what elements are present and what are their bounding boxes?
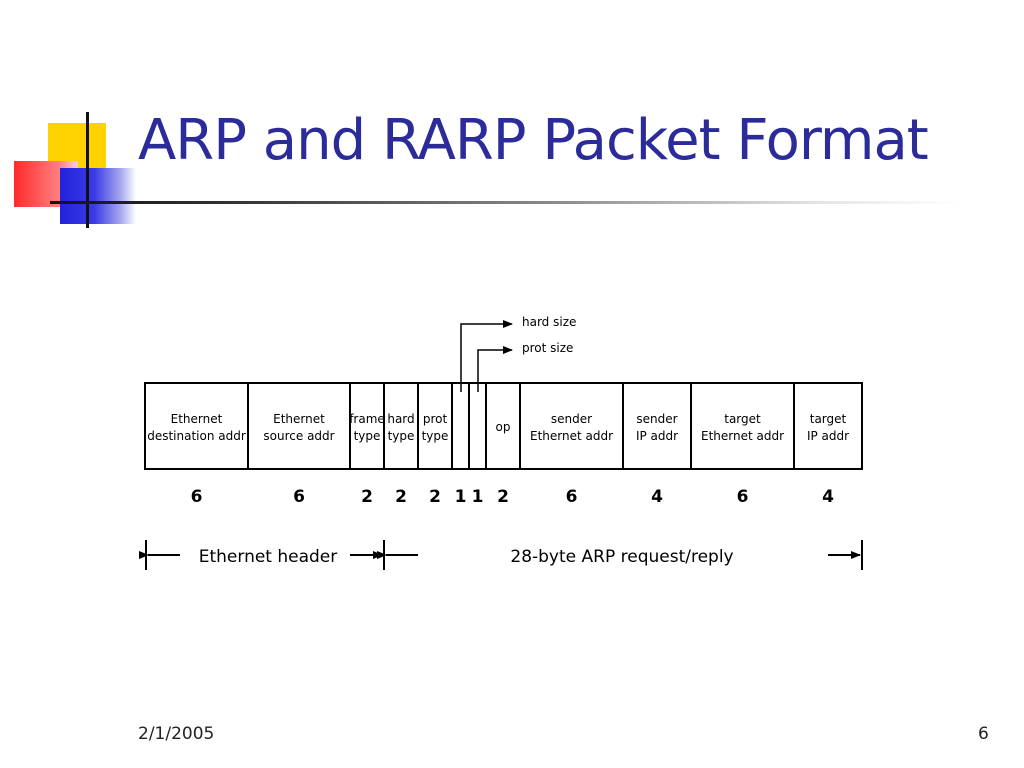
field-label: Ethernet: [273, 412, 325, 426]
field-label: Ethernet addr: [701, 429, 784, 443]
arp-body-label: 28-byte ARP request/reply: [510, 547, 733, 567]
field-label: type: [354, 429, 381, 443]
field-byte-count: 2: [395, 487, 407, 507]
field-byte-count: 4: [822, 487, 834, 507]
field-label: prot: [423, 412, 448, 426]
field-label: sender: [551, 412, 592, 426]
page-number: 6: [978, 724, 989, 744]
field-label: Ethernet: [171, 412, 223, 426]
field-label: Ethernet addr: [530, 429, 613, 443]
field-label: IP addr: [636, 429, 678, 443]
field-label: frame: [349, 412, 385, 426]
field-label: target: [724, 412, 761, 426]
hard-size-callout-line: [460, 320, 513, 392]
title-underline: [50, 201, 962, 204]
ethernet-header-label: Ethernet header: [199, 547, 338, 567]
field-byte-count: 2: [361, 487, 373, 507]
field-byte-count: 2: [497, 487, 509, 507]
field-label: target: [810, 412, 847, 426]
field-label: op: [496, 420, 511, 434]
field-label: type: [388, 429, 415, 443]
field-byte-count: 6: [737, 487, 749, 507]
prot-size-label: prot size: [522, 341, 573, 355]
field-byte-count: 6: [293, 487, 305, 507]
field-label: sender: [636, 412, 677, 426]
packet-frame: [144, 382, 863, 470]
field-byte-count: 1: [472, 487, 484, 507]
prot-size-callout-line: [477, 346, 513, 392]
field-label: type: [422, 429, 449, 443]
logo-blue-square: [60, 168, 136, 224]
field-label: destination addr: [147, 429, 246, 443]
field-byte-count: 1: [455, 487, 467, 507]
field-byte-count: 4: [651, 487, 663, 507]
field-byte-count: 6: [566, 487, 578, 507]
field-byte-count: 6: [191, 487, 203, 507]
field-label: IP addr: [807, 429, 849, 443]
field-label: source addr: [263, 429, 334, 443]
hard-size-label: hard size: [522, 315, 576, 329]
field-label: hard: [387, 412, 414, 426]
logo-vertical-line: [86, 112, 89, 228]
footer-date: 2/1/2005: [138, 724, 215, 744]
field-byte-count: 2: [429, 487, 441, 507]
arp-body-span: [377, 540, 863, 570]
slide-title: ARP and RARP Packet Format: [138, 108, 929, 173]
packet-fields: Ethernet destination addr 6 Ethernet source …: [147, 383, 849, 507]
